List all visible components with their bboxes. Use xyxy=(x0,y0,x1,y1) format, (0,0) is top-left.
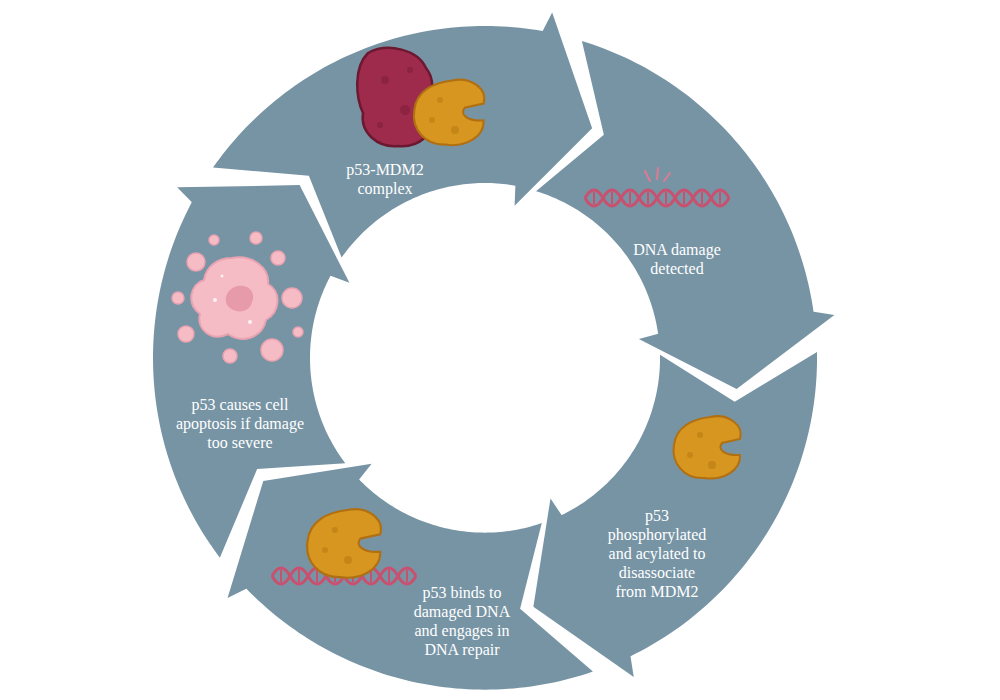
arrow-segment-outline xyxy=(536,41,814,337)
cycle-step-arrow: DNA damage detected xyxy=(536,41,814,337)
cycle-arrowhead xyxy=(533,498,633,677)
step-label: p53-MDM2 complex xyxy=(330,160,440,198)
cycle-arrowhead xyxy=(228,464,372,598)
step-label: p53 causes cell apoptosis if damage too … xyxy=(170,395,310,452)
step-label: p53 binds to damaged DNA and engages in … xyxy=(407,583,517,659)
p53-texture xyxy=(322,527,352,564)
arrow-segment-outline xyxy=(242,477,593,690)
p53-texture xyxy=(429,97,459,134)
p53-protein xyxy=(674,416,741,478)
arrow-segment-shape xyxy=(536,41,814,337)
arrow-segment-shape xyxy=(153,197,345,558)
cycle-step-arrow: p53 binds to damaged DNA and engages in … xyxy=(242,477,593,690)
p53-protein xyxy=(414,80,484,145)
arrow-segment-outline xyxy=(153,197,345,558)
step-label: DNA damage detected xyxy=(622,240,732,278)
dna-helix xyxy=(272,568,416,584)
mdm2-protein xyxy=(357,48,434,146)
p53-texture xyxy=(687,432,716,469)
cycle-arrowhead xyxy=(515,12,593,205)
cell-fragments xyxy=(172,232,303,363)
arrow-segment-shape xyxy=(213,26,548,258)
cycle-step-arrow: p53 causes cell apoptosis if damage too … xyxy=(153,197,345,558)
apoptotic-cell xyxy=(191,257,277,339)
cell-nucleus xyxy=(226,286,253,312)
arrow-segment-outline xyxy=(559,352,817,659)
cycle-step-arrow: p53-MDM2 complex xyxy=(213,26,548,258)
arrow-segment-shape xyxy=(559,352,817,659)
arrow-segment-shape xyxy=(242,477,593,690)
cycle-arrowhead xyxy=(177,185,349,283)
cell-dots xyxy=(213,275,252,325)
damage-marks xyxy=(645,168,670,181)
mdm2-texture xyxy=(377,67,413,128)
cycle-arrowhead xyxy=(639,312,835,389)
dna-helix xyxy=(585,190,729,206)
arrow-segment-outline xyxy=(213,26,548,258)
step-label: p53 phosphorylated and acylated to disas… xyxy=(604,506,709,601)
cycle-step-arrow: p53 phosphorylated and acylated to disas… xyxy=(559,352,817,659)
p53-protein xyxy=(307,509,381,578)
